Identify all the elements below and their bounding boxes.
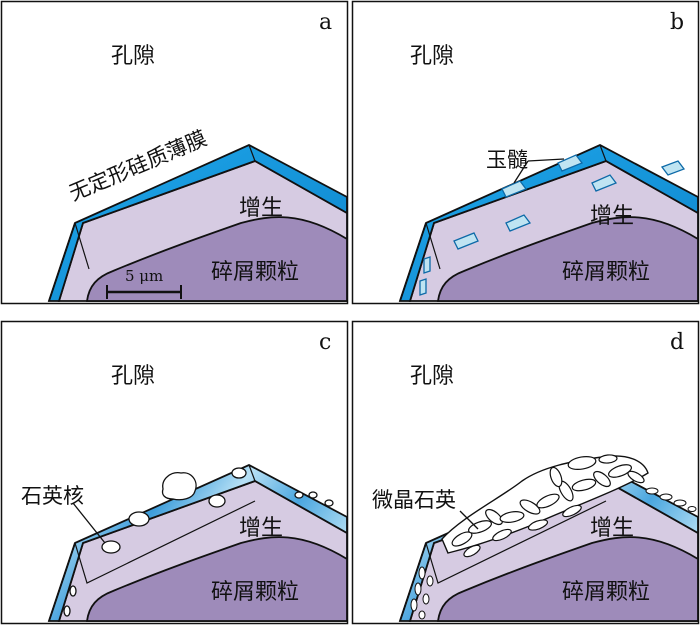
- scale-bar: 5 μm: [106, 267, 182, 299]
- panel-letter: c: [319, 330, 331, 355]
- scale-label: 5 μm: [125, 267, 163, 285]
- grain-label: 碎屑颗粒: [562, 260, 650, 285]
- pore-label: 孔隙: [111, 44, 155, 69]
- panel-a: a 孔隙 增生 碎屑颗粒 无定形硅质薄膜 5 μm: [0, 0, 349, 305]
- panel-c: c 孔隙 增生 碎屑颗粒 石英核: [0, 320, 349, 625]
- pore-label: 孔隙: [410, 364, 454, 389]
- overgrowth-label: 增生: [239, 516, 283, 541]
- callout-label: 石英核: [21, 484, 84, 508]
- panel-letter: a: [319, 10, 332, 35]
- callout-label: 微晶石英: [372, 488, 456, 512]
- panel-letter: b: [670, 10, 684, 35]
- pore-label: 孔隙: [111, 364, 155, 389]
- side-microquartz: [410, 487, 697, 620]
- panel-b: b 孔隙 增生 碎屑颗粒 玉髓: [351, 0, 700, 305]
- grain-label: 碎屑颗粒: [211, 580, 299, 605]
- overgrowth-label: 增生: [590, 204, 634, 229]
- panel-letter: d: [670, 330, 684, 355]
- grain-label: 碎屑颗粒: [562, 580, 650, 605]
- overgrowth-label: 增生: [239, 196, 283, 221]
- quartz-nuclei: [63, 467, 334, 617]
- pore-label: 孔隙: [410, 44, 454, 69]
- overgrowth-label: 增生: [590, 516, 634, 541]
- microquartz-cluster: [410, 454, 697, 620]
- panel-d: d 孔隙 增生 碎屑颗粒 微晶石英: [351, 320, 700, 625]
- chalcedony-crystals: [419, 154, 686, 296]
- grain-label: 碎屑颗粒: [211, 260, 299, 285]
- callout-label: 玉髓: [486, 148, 528, 172]
